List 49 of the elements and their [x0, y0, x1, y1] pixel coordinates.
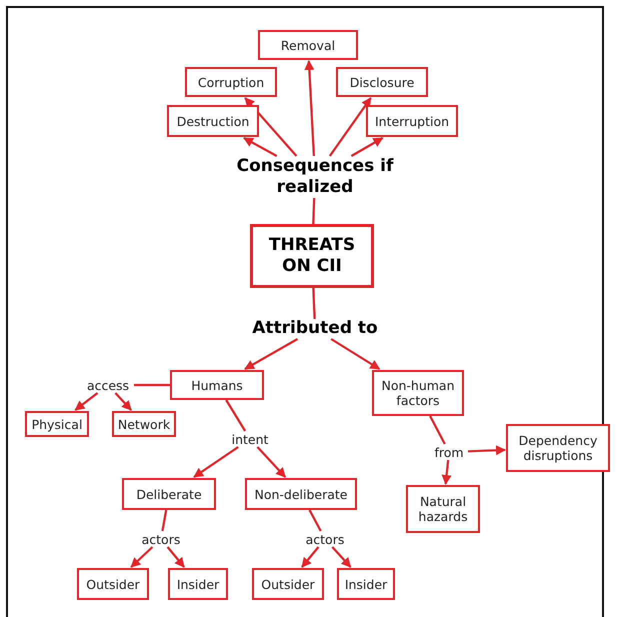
- arrow: [243, 137, 278, 157]
- arrow: [330, 338, 380, 370]
- concept-box: Corruption: [185, 67, 277, 97]
- concept-box: Non-deliberate: [245, 478, 357, 510]
- concept-box: Dependency disruptions: [506, 424, 610, 472]
- linking-word: actors: [306, 532, 344, 546]
- arrow: [114, 392, 132, 411]
- linking-word: intent: [232, 432, 268, 446]
- arrow: [193, 446, 239, 478]
- concept-box: THREATS ON CII: [250, 224, 374, 288]
- connector-line: [225, 399, 246, 432]
- connector-line: [161, 510, 168, 532]
- arrow: [331, 546, 352, 568]
- linking-phrase: Attributed to: [252, 318, 378, 340]
- concept-box: Outsider: [252, 568, 324, 600]
- connector-line: [312, 288, 316, 320]
- linking-word: actors: [142, 532, 180, 546]
- arrow: [74, 392, 98, 411]
- connector-line: [312, 198, 316, 224]
- concept-box: Humans: [170, 370, 264, 400]
- concept-box: Non-human factors: [372, 370, 464, 416]
- connector-line: [134, 384, 170, 386]
- concept-box: Natural hazards: [406, 485, 480, 533]
- concept-box: Insider: [168, 568, 228, 600]
- arrow: [166, 546, 185, 568]
- arrow: [328, 97, 372, 157]
- arrow: [304, 60, 315, 156]
- linking-word: from: [434, 444, 464, 460]
- linking-word: access: [86, 378, 130, 392]
- arrow: [130, 546, 154, 568]
- linking-phrase: Consequences if realized: [236, 156, 394, 198]
- connector-line: [308, 509, 322, 532]
- connector-line: [429, 415, 446, 444]
- arrow: [256, 446, 286, 478]
- concept-box: Deliberate: [122, 478, 216, 510]
- concept-box: Interruption: [366, 105, 458, 137]
- arrow: [350, 137, 384, 157]
- arrow: [244, 338, 298, 370]
- arrow: [301, 546, 320, 568]
- concept-box: Disclosure: [336, 67, 428, 97]
- concept-box: Network: [112, 411, 176, 437]
- arrow: [468, 445, 506, 456]
- arrow: [244, 97, 298, 157]
- concept-box: Outsider: [77, 568, 149, 600]
- arrow: [442, 460, 452, 485]
- concept-box: Physical: [25, 411, 89, 437]
- concept-box: Removal: [258, 30, 358, 60]
- concept-box: Insider: [337, 568, 395, 600]
- concept-box: Destruction: [167, 105, 259, 137]
